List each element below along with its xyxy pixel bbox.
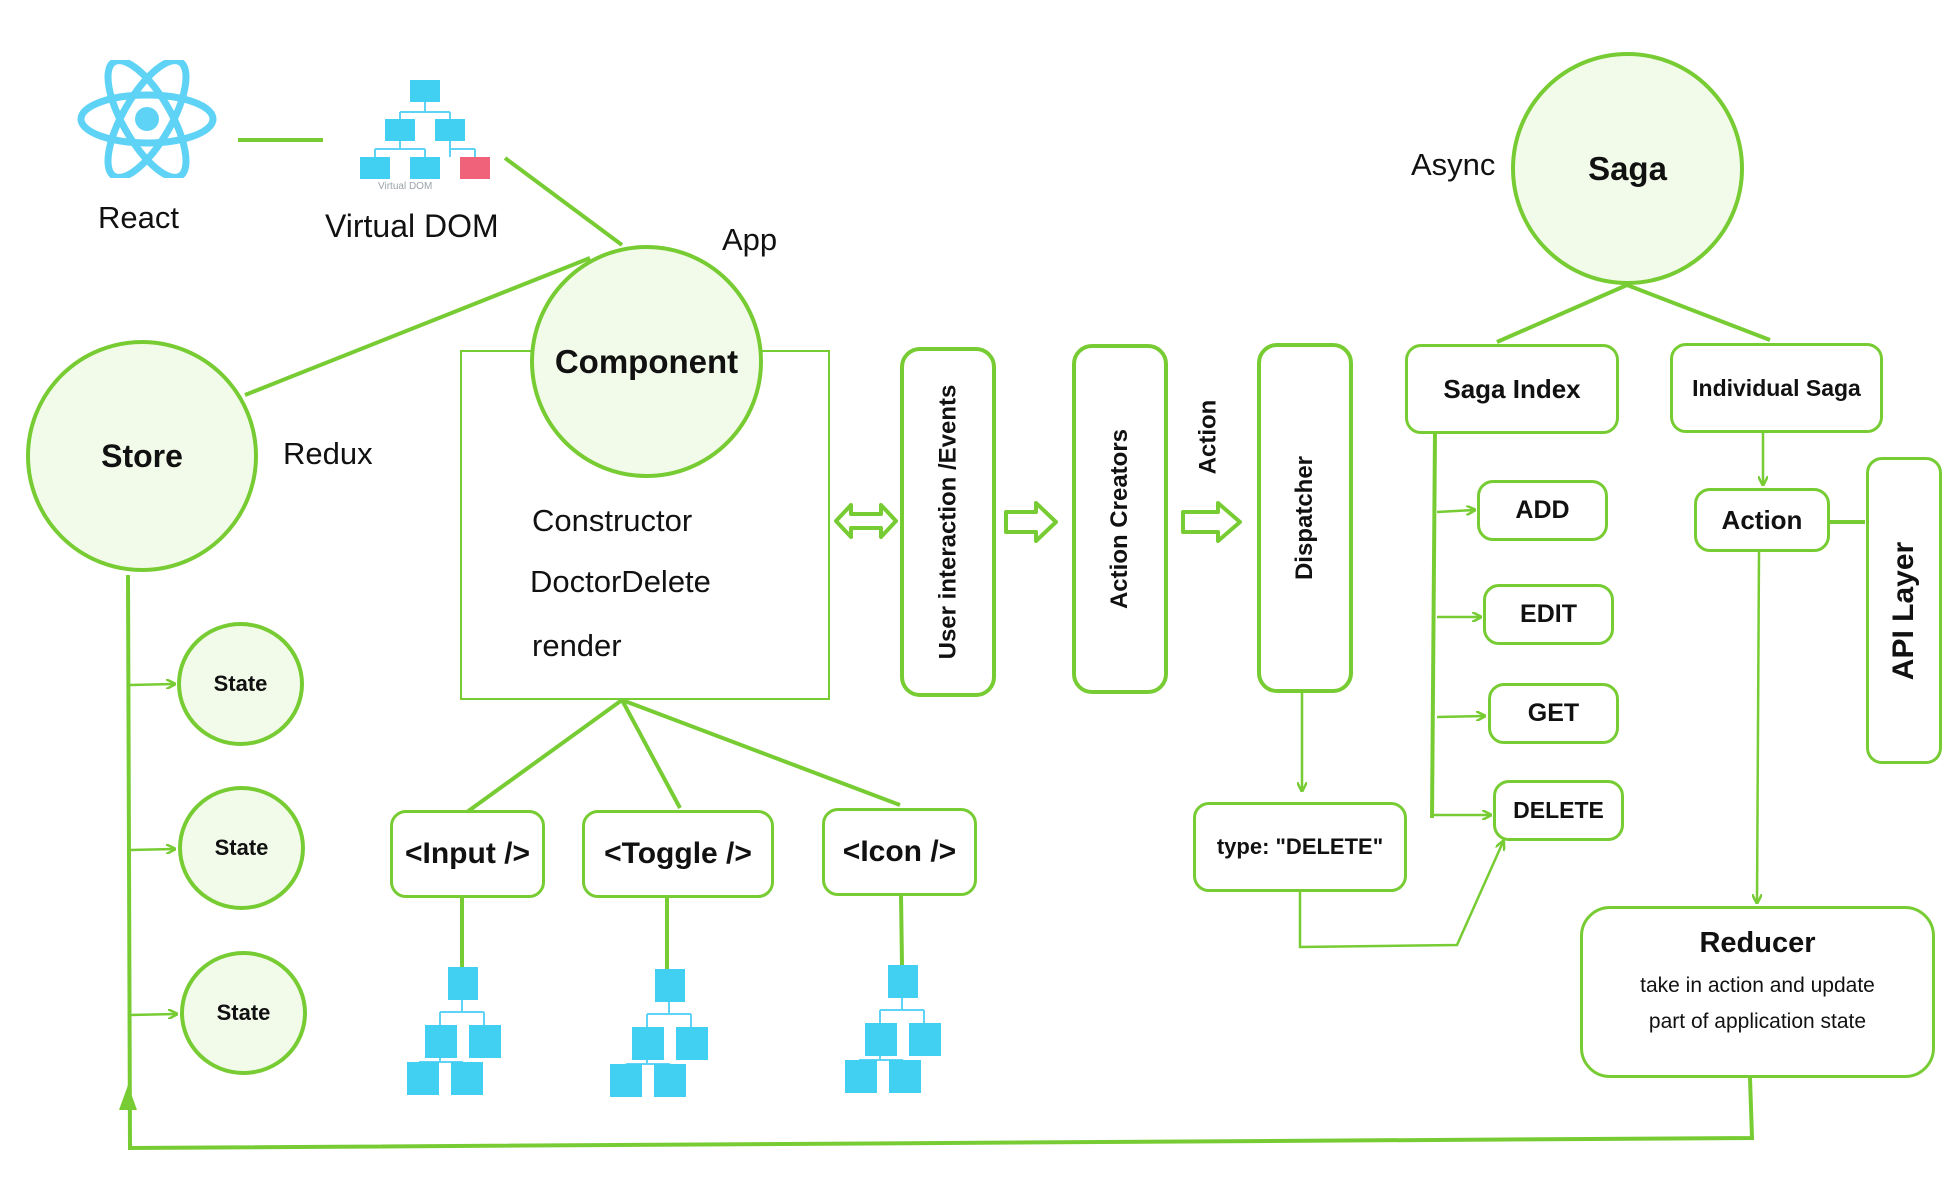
icon-tree-link [899,894,904,966]
state-node: State [178,786,305,910]
redux-label: Redux [283,436,373,471]
reducer-title: Reducer [1699,927,1816,959]
arrow-creators-to-dispatcher [1181,501,1242,543]
store-state1-arrow [129,684,174,685]
component-tree-icon [845,963,945,1093]
saga-op-delete: DELETE [1493,780,1624,841]
state-label: State [213,671,268,696]
saga-op-get: GET [1488,683,1619,744]
child-label: <Icon /> [842,835,957,868]
virtual-dom-caption: Virtual DOM [378,181,433,192]
action-creators-node: Action Creators [1072,344,1168,694]
react-logo-icon [76,57,218,181]
individual-saga-label: Individual Saga [1692,374,1861,401]
vdom-component-link [503,156,624,247]
dispatcher-label: Dispatcher [1291,455,1319,581]
component-method: render [532,628,622,663]
reducer-desc: take in action and update [1640,974,1875,997]
type-delete-label: type: "DELETE" [1216,834,1384,859]
user-interaction-node: User interaction /Events [900,347,996,697]
child-label: <Input /> [404,837,530,870]
saga-individual-link [1626,283,1771,342]
action-creators-label: Action Creators [1106,428,1134,610]
action-flow-label: Action [1194,399,1222,475]
state-label: State [216,1000,271,1025]
add-arrow [1436,510,1474,512]
loop-arrowhead [119,1085,137,1110]
component-tree-icon [407,965,507,1095]
component-toggle-link [620,699,682,809]
component-input-link [465,698,624,814]
saga-op-edit: EDIT [1483,584,1614,645]
saga-index-bus [1430,431,1437,819]
user-interaction-label: User interaction /Events [934,384,962,660]
react-label: React [98,200,179,235]
component-icon-link [621,698,901,807]
child-label: <Toggle /> [604,837,752,870]
child-toggle-node: <Toggle /> [582,810,774,898]
saga-action-label: Action [1721,504,1803,535]
saga-op-label: EDIT [1520,600,1577,628]
state-node: State [180,951,307,1075]
reducer-node: Reducer take in action and update part o… [1580,906,1935,1078]
virtual-dom-label: Virtual DOM [325,208,499,244]
store-state2-arrow [129,849,174,850]
async-label: Async [1411,147,1496,182]
saga-op-label: GET [1527,699,1580,727]
child-input-node: <Input /> [390,810,545,898]
arrow-ui-to-creators [1004,501,1058,543]
individual-saga-node: Individual Saga [1670,343,1883,433]
component-node: Component [530,245,763,478]
reducer-desc: part of application state [1648,1010,1867,1033]
component-method: Constructor [532,503,693,538]
saga-op-label: ADD [1515,496,1570,524]
api-layer-label: API Layer [1887,541,1920,680]
saga-index-label: Saga Index [1443,373,1581,404]
virtual-dom-icon [357,77,492,197]
saga-title: Saga [1588,149,1667,187]
type-delete-node: type: "DELETE" [1193,802,1407,892]
store-state3-arrow [129,1014,176,1015]
state-label: State [214,835,269,860]
child-icon-node: <Icon /> [822,808,977,896]
saga-action-node: Action [1694,488,1830,552]
component-tree-icon [610,967,710,1097]
action-flow-label-wrap: Action [1178,399,1238,475]
store-label: Store [101,437,183,474]
state-node: State [177,622,304,746]
saga-index-link [1496,283,1628,344]
double-arrow [834,503,898,539]
component-title: Component [554,342,739,380]
saga-node: Saga [1511,52,1744,285]
saga-index-node: Saga Index [1405,344,1619,434]
component-method: DoctorDelete [530,564,711,599]
api-layer-node: API Layer [1866,457,1942,764]
saga-op-add: ADD [1477,480,1608,541]
dispatcher-node: Dispatcher [1257,343,1353,693]
store-node: Store [26,340,258,572]
app-label: App [722,222,778,257]
saga-op-label: DELETE [1513,797,1604,823]
get-arrow [1436,716,1484,717]
action-reducer-arrow [1757,551,1759,902]
